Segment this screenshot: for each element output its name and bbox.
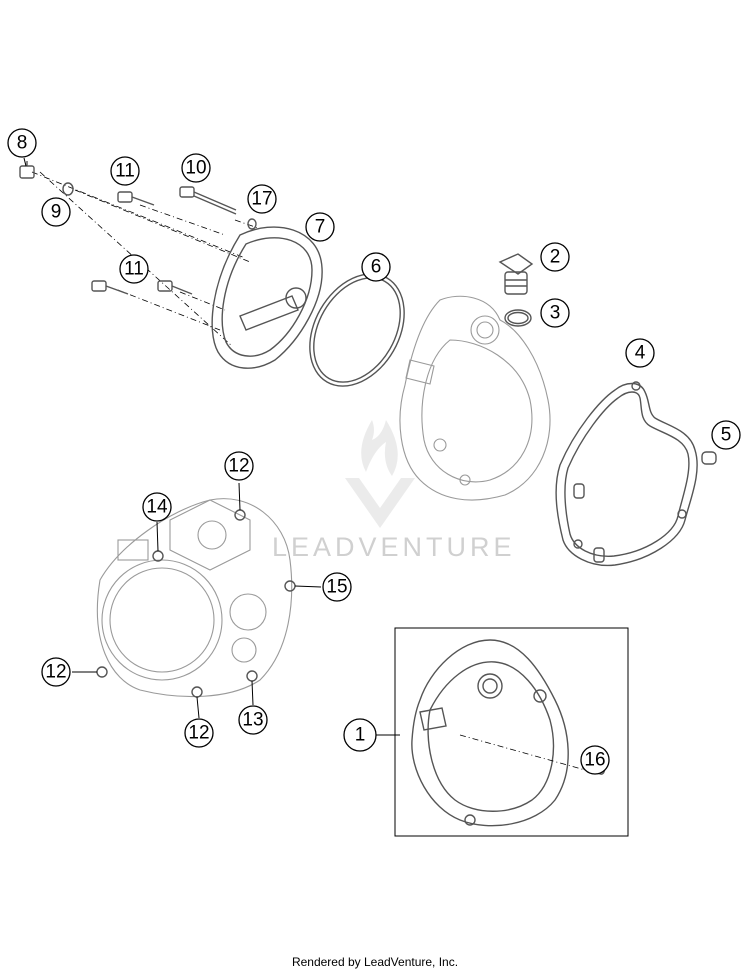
svg-text:11: 11 <box>115 161 135 182</box>
bolt-part-11-lower-b <box>157 280 193 295</box>
callout-12-bottom: 12 <box>184 718 214 748</box>
bolt-part-11-lower-a <box>91 280 129 295</box>
callout-10: 10 <box>181 153 211 183</box>
svg-text:4: 4 <box>635 343 646 364</box>
svg-text:3: 3 <box>550 303 561 324</box>
svg-text:7: 7 <box>315 217 326 238</box>
crankcase-lower <box>96 498 293 698</box>
svg-text:8: 8 <box>17 133 28 154</box>
svg-text:11: 11 <box>124 259 144 280</box>
assembly-lines <box>31 171 259 347</box>
svg-text:14: 14 <box>146 497 168 518</box>
leader-lines <box>23 157 400 736</box>
footer-credit: Rendered by LeadVenture, Inc. <box>291 955 459 969</box>
svg-text:12: 12 <box>45 662 66 683</box>
callout-5: 5 <box>711 420 741 450</box>
filler-cap-part-2 <box>498 253 534 295</box>
gasket-part-4 <box>555 381 698 567</box>
outer-cover-part-7 <box>211 226 323 369</box>
plug-part-8 <box>19 161 35 179</box>
svg-text:12: 12 <box>228 456 249 477</box>
callout-2: 2 <box>540 242 570 272</box>
clutch-cover-middle <box>399 295 551 501</box>
callout-11-lower: 11 <box>119 254 149 284</box>
callout-7: 7 <box>305 212 335 242</box>
callout-17: 17 <box>247 184 277 214</box>
svg-text:9: 9 <box>51 202 62 223</box>
svg-text:1: 1 <box>355 725 366 746</box>
watermark-logo <box>345 420 415 528</box>
callout-3: 3 <box>540 298 570 328</box>
dowel-part-5 <box>701 451 717 465</box>
svg-text:6: 6 <box>371 257 382 278</box>
callout-15: 15 <box>322 572 352 602</box>
callout-6: 6 <box>361 252 391 282</box>
callout-1: 1 <box>343 718 377 752</box>
svg-text:16: 16 <box>584 750 605 771</box>
watermark-text: LEADVENTURE <box>272 532 516 562</box>
svg-text:10: 10 <box>185 158 206 179</box>
svg-text:2: 2 <box>550 247 561 268</box>
washer-part-9 <box>62 182 74 196</box>
svg-text:12: 12 <box>188 723 209 744</box>
o-ring-part-3 <box>504 309 532 327</box>
o-ring-part-6 <box>309 273 405 387</box>
assembly-inset-box <box>394 627 629 837</box>
callout-8: 8 <box>7 128 37 158</box>
callout-16: 16 <box>580 745 610 775</box>
callout-4: 4 <box>625 338 655 368</box>
callout-12-left: 12 <box>41 657 71 687</box>
svg-text:15: 15 <box>326 577 347 598</box>
bolt-part-10 <box>179 186 237 215</box>
svg-text:17: 17 <box>251 189 272 210</box>
svg-text:5: 5 <box>721 425 732 446</box>
callout-9: 9 <box>41 197 71 227</box>
bolt-part-11-upper <box>117 191 155 206</box>
dowel-pins-gasket <box>573 483 605 563</box>
callout-14: 14 <box>142 492 172 522</box>
svg-text:13: 13 <box>242 710 263 731</box>
callout-12-top: 12 <box>224 451 254 481</box>
washer-part-17 <box>247 218 257 230</box>
callout-13: 13 <box>238 705 268 735</box>
callout-11-upper: 11 <box>110 156 140 186</box>
